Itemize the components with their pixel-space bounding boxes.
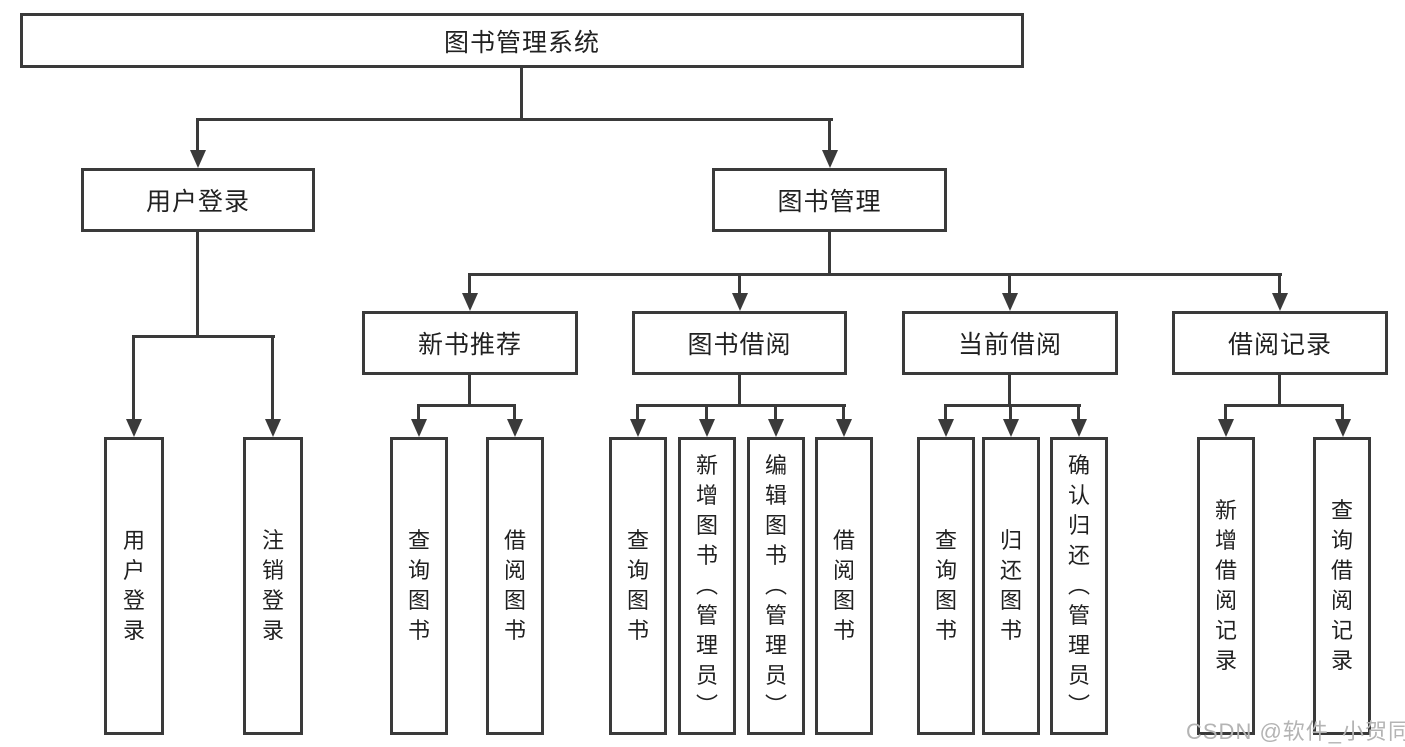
arrow-down bbox=[411, 419, 427, 437]
arrow-down bbox=[938, 419, 954, 437]
connector-group-bus bbox=[1224, 404, 1344, 407]
arrow-down bbox=[836, 419, 852, 437]
leaf-query-books-borrow: 查 询 图 书 bbox=[609, 437, 667, 735]
node-current-borrow: 当前借阅 bbox=[902, 311, 1118, 375]
connector-drop-leaf bbox=[705, 404, 708, 421]
connector-drop-leaf bbox=[513, 404, 516, 421]
connector-drop-group bbox=[468, 273, 471, 295]
leaf-return-books: 归 还 图 书 bbox=[982, 437, 1040, 735]
arrow-down bbox=[768, 419, 784, 437]
connector-drop-group bbox=[738, 273, 741, 295]
node-user-login-branch: 用户登录 bbox=[81, 168, 315, 232]
arrow-down bbox=[699, 419, 715, 437]
connector-drop-leaf bbox=[842, 404, 845, 421]
node-new-book-recommend: 新书推荐 bbox=[362, 311, 578, 375]
leaf-query-books-current: 查 询 图 书 bbox=[917, 437, 975, 735]
connector-drop-leaf bbox=[1341, 404, 1344, 421]
node-book-management-branch: 图书管理 bbox=[712, 168, 947, 232]
connector-user-login-stem bbox=[196, 232, 199, 335]
leaf-query-borrow-record: 查 询 借 阅 记 录 bbox=[1313, 437, 1371, 735]
arrow-down bbox=[265, 419, 281, 437]
arrow-down bbox=[1335, 419, 1351, 437]
watermark: CSDN @软件_小贺同学 bbox=[1186, 719, 1405, 744]
arrow-down bbox=[190, 150, 206, 168]
connector-drop-leaf bbox=[417, 404, 420, 421]
connector-book-mgmt-stem bbox=[828, 232, 831, 273]
connector-user-login-bus bbox=[132, 335, 275, 338]
leaf-logout: 注 销 登 录 bbox=[243, 437, 303, 735]
arrow-down bbox=[126, 419, 142, 437]
arrow-down bbox=[1218, 419, 1234, 437]
leaf-add-borrow-record: 新 增 借 阅 记 录 bbox=[1197, 437, 1255, 735]
connector-group-stem bbox=[1008, 375, 1011, 404]
connector-root-stem bbox=[520, 67, 523, 118]
connector-groups-bus bbox=[468, 273, 1282, 276]
node-borrow-records: 借阅记录 bbox=[1172, 311, 1388, 375]
connector-drop-group bbox=[1008, 273, 1011, 295]
arrow-down bbox=[1071, 419, 1087, 437]
connector-group-stem bbox=[468, 375, 471, 404]
connector-drop-leaf bbox=[1077, 404, 1080, 421]
arrow-down bbox=[732, 293, 748, 311]
connector-group-bus bbox=[636, 404, 846, 407]
arrow-down bbox=[822, 150, 838, 168]
leaf-borrow-books: 借 阅 图 书 bbox=[815, 437, 873, 735]
arrow-down bbox=[1003, 419, 1019, 437]
node-book-borrow: 图书借阅 bbox=[632, 311, 847, 375]
arrow-down bbox=[1272, 293, 1288, 311]
leaf-confirm-return-admin: 确 认 归 还 ︵ 管 理 员 ︶ bbox=[1050, 437, 1108, 735]
connector-drop-leaf bbox=[944, 404, 947, 421]
leaf-add-books-admin: 新 增 图 书 ︵ 管 理 员 ︶ bbox=[678, 437, 736, 735]
connector-drop-group bbox=[1278, 273, 1281, 295]
connector-drop-leaf bbox=[271, 335, 274, 421]
connector-drop-leaf bbox=[774, 404, 777, 421]
connector-group-stem bbox=[738, 375, 741, 404]
arrow-down bbox=[507, 419, 523, 437]
connector-drop-leaf bbox=[636, 404, 639, 421]
connector-drop-leaf bbox=[132, 335, 135, 421]
connector-group-stem bbox=[1278, 375, 1281, 404]
connector-drop-user-login bbox=[196, 118, 199, 152]
connector-drop-leaf bbox=[1009, 404, 1012, 421]
leaf-borrow-books-recommend: 借 阅 图 书 bbox=[486, 437, 544, 735]
connector-drop-book-mgmt bbox=[828, 118, 831, 152]
arrow-down bbox=[1002, 293, 1018, 311]
arrow-down bbox=[630, 419, 646, 437]
arrow-down bbox=[462, 293, 478, 311]
node-root: 图书管理系统 bbox=[20, 13, 1024, 68]
connector-group-bus bbox=[944, 404, 1081, 407]
leaf-user-login: 用 户 登 录 bbox=[104, 437, 164, 735]
connector-level2-bus bbox=[196, 118, 833, 121]
leaf-edit-books-admin: 编 辑 图 书 ︵ 管 理 员 ︶ bbox=[747, 437, 805, 735]
connector-group-bus bbox=[417, 404, 516, 407]
connector-drop-leaf bbox=[1224, 404, 1227, 421]
leaf-query-books-recommend: 查 询 图 书 bbox=[390, 437, 448, 735]
